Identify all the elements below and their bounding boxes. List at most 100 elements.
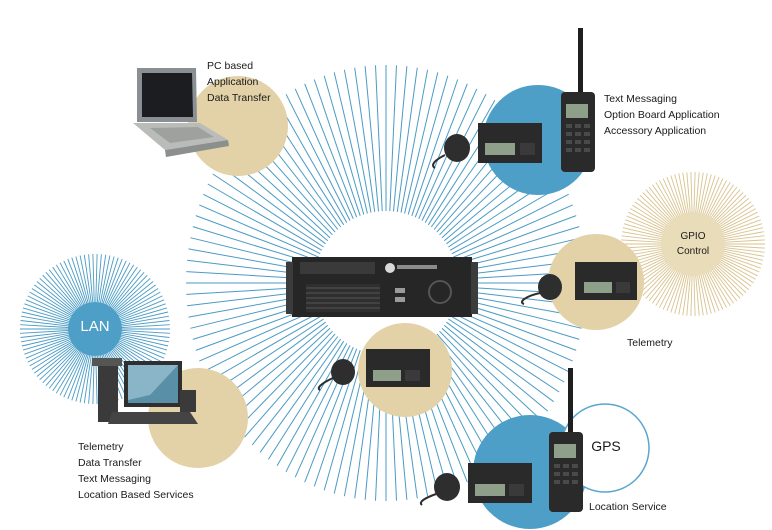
gpio-ray xyxy=(719,211,758,232)
central-ray xyxy=(411,79,459,216)
lan-ray xyxy=(21,315,69,325)
lan-ray xyxy=(36,345,75,377)
gpio-ray xyxy=(695,273,700,316)
lan-ray xyxy=(119,299,165,319)
lan-ray xyxy=(121,315,169,325)
lan-ray xyxy=(34,344,74,374)
lan-ray xyxy=(27,295,71,318)
lan-ray xyxy=(96,254,102,303)
gpio-ray xyxy=(700,174,712,216)
mobile-radio-icon xyxy=(575,262,637,300)
gpio-ray xyxy=(634,201,669,227)
lan-ray xyxy=(25,339,71,359)
gpio-ray xyxy=(682,273,690,316)
gpio-ray xyxy=(713,192,744,223)
gpio-ray xyxy=(721,252,763,265)
central-ray xyxy=(207,315,323,383)
repeater-icon xyxy=(286,257,478,317)
lan-ray xyxy=(59,352,83,396)
central-ray xyxy=(451,193,569,255)
lan-ray xyxy=(59,262,83,306)
lan-ray xyxy=(21,333,69,343)
gpio-ray xyxy=(621,239,664,243)
central-ray xyxy=(251,336,339,446)
lan-ray xyxy=(55,351,82,394)
gpio-ray xyxy=(722,239,765,243)
central-ray xyxy=(195,215,318,262)
central-ray xyxy=(446,321,554,403)
workstation-label-line: Location Based Services xyxy=(78,489,194,501)
gpio-ray xyxy=(722,227,764,238)
central-ray xyxy=(237,330,333,430)
lan-ray xyxy=(42,348,77,384)
gpio-ray xyxy=(713,265,744,296)
gpio-ray xyxy=(710,186,738,221)
gpio-ray xyxy=(652,184,677,220)
central-ray xyxy=(323,75,365,215)
gpio-ray xyxy=(639,263,672,294)
lan-ray xyxy=(95,253,98,303)
central-ray xyxy=(393,66,408,212)
gpio-ray xyxy=(710,267,738,302)
lan-label: LAN xyxy=(80,318,110,335)
lan-ray xyxy=(119,295,163,318)
central-ray xyxy=(267,340,345,460)
lan-ray xyxy=(119,339,165,359)
central-ray xyxy=(454,215,577,262)
gpio-ray xyxy=(721,223,763,236)
gpio-disc xyxy=(661,212,725,276)
lan-ray xyxy=(99,255,111,303)
lan-ray xyxy=(105,260,127,305)
gpio-ray xyxy=(718,258,756,280)
lan-ray xyxy=(121,320,170,327)
gpio-ray xyxy=(648,186,676,221)
gpio-ray xyxy=(705,271,724,310)
gpio-ray xyxy=(717,259,754,284)
gpio-ray xyxy=(712,189,741,222)
gpio-ray xyxy=(708,269,731,306)
gpio-ray xyxy=(666,176,683,217)
lan-ray xyxy=(98,254,107,303)
lan-ray xyxy=(75,354,89,402)
gpio-ray xyxy=(703,176,720,217)
central-ray xyxy=(452,204,573,258)
gpio-ray xyxy=(670,175,685,216)
location-service-label-line: Location Service xyxy=(589,501,667,513)
central-ray xyxy=(449,183,565,251)
lan-ray xyxy=(109,266,138,307)
lan-ray xyxy=(45,272,78,309)
central-ray xyxy=(230,327,331,421)
gpio-ray xyxy=(722,235,765,242)
central-ray xyxy=(294,88,354,220)
lan-ray xyxy=(121,331,170,338)
gpio-ray xyxy=(703,271,720,312)
lan-ray xyxy=(20,320,69,327)
gpio-ray xyxy=(666,271,683,312)
central-ray xyxy=(452,308,573,362)
lan-ray xyxy=(21,334,69,347)
central-ray xyxy=(323,351,365,491)
central-ray-burst xyxy=(186,65,586,501)
laptop-icon xyxy=(133,68,229,157)
gpio-ray xyxy=(686,273,691,316)
gpio-ray xyxy=(722,245,765,249)
central-ray xyxy=(448,318,560,393)
gps-label: GPS xyxy=(591,438,621,454)
lan-ray xyxy=(42,274,77,310)
lan-ray xyxy=(52,351,81,392)
gpio-ray xyxy=(662,271,681,310)
gpio-ray xyxy=(659,270,680,308)
gpio-ray xyxy=(659,180,680,218)
mobile-radio-icon xyxy=(478,123,542,163)
gpio-ray xyxy=(717,261,752,287)
gpio-ray xyxy=(700,272,712,314)
lan-ray xyxy=(24,303,70,321)
lan-ray xyxy=(101,256,115,304)
gpio-ray xyxy=(642,265,673,296)
central-ray xyxy=(333,72,368,214)
central-ray xyxy=(199,204,320,258)
pc-disc xyxy=(188,76,288,176)
gpio-ray xyxy=(690,171,693,215)
lan-ray xyxy=(20,324,69,328)
lan-ray xyxy=(71,257,88,304)
